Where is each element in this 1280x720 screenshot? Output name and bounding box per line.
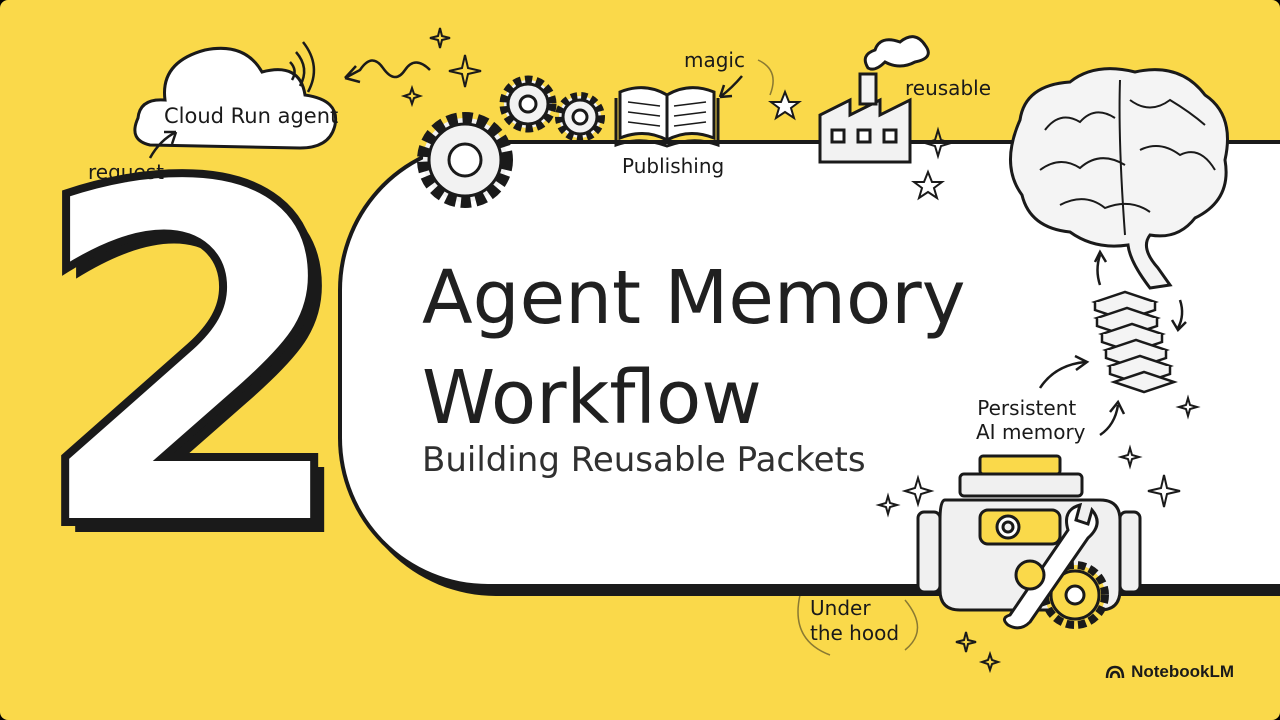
open-book-icon bbox=[614, 86, 720, 148]
sync-arrows-icon bbox=[1093, 249, 1187, 333]
label-publishing: Publishing bbox=[622, 154, 725, 178]
label-under-the-hood: Under the hood bbox=[810, 596, 899, 646]
squiggle-arrow-icon bbox=[344, 59, 431, 80]
label-persistent-line-2: AI memory bbox=[976, 420, 1086, 444]
gears-icon bbox=[417, 75, 605, 208]
brand-name: NotebookLM bbox=[1131, 662, 1234, 681]
label-under-line-1: Under bbox=[810, 596, 871, 620]
notebooklm-logo-icon bbox=[1105, 665, 1125, 679]
request-arrow-icon bbox=[148, 130, 177, 159]
sparkle-icons bbox=[400, 27, 1201, 674]
label-persistent-ai-memory: Persistent AI memory bbox=[968, 396, 1086, 444]
label-magic: magic bbox=[684, 48, 745, 72]
title-line-2: Workflow bbox=[422, 355, 762, 441]
title-line-1: Agent Memory bbox=[422, 255, 966, 341]
brand-mark: NotebookLM bbox=[1105, 662, 1234, 682]
swoosh-lines bbox=[757, 59, 919, 656]
signal-icon bbox=[289, 41, 316, 93]
persistent-arrows-icon bbox=[1038, 354, 1126, 437]
cloud-icon bbox=[133, 46, 338, 150]
label-persistent-line-1: Persistent bbox=[977, 396, 1077, 420]
engine-icon bbox=[916, 454, 1142, 630]
factory-icon bbox=[818, 35, 930, 164]
star-icons bbox=[768, 89, 945, 201]
label-request: request bbox=[88, 160, 165, 184]
label-cloud-run-agent: Cloud Run agent bbox=[164, 104, 339, 128]
slide-title: Agent Memory Workflow bbox=[422, 248, 966, 448]
label-reusable: reusable bbox=[905, 76, 991, 100]
brain-icon bbox=[1009, 67, 1229, 290]
magic-arrow-icon bbox=[719, 75, 743, 98]
section-number: 2 bbox=[24, 86, 359, 633]
slide-subtitle: Building Reusable Packets bbox=[422, 440, 866, 480]
label-under-line-2: the hood bbox=[810, 621, 900, 645]
packet-stack-icon bbox=[1091, 290, 1178, 394]
